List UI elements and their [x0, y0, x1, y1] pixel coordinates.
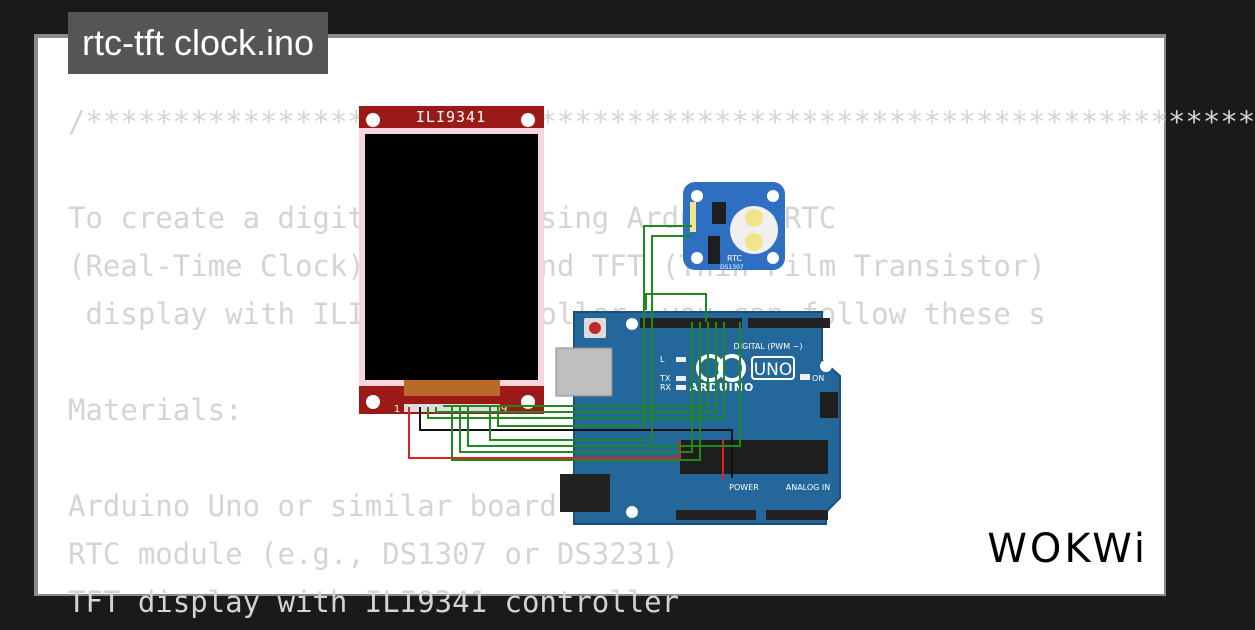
rtc-pin-header — [690, 202, 696, 232]
tft-label: ILI9341 — [416, 108, 486, 126]
tft-screen — [365, 134, 538, 380]
wire-scl — [497, 225, 692, 427]
wire-vcc — [408, 407, 681, 459]
wire-rtc-power — [645, 293, 707, 322]
power-header — [676, 510, 756, 520]
circuit-diagram: UNO ARDUINO DIGITAL (PWM ~) ANALOG IN PO… — [359, 106, 841, 525]
wire-mosi — [451, 322, 701, 461]
project-title[interactable]: rtc-tft clock.ino — [68, 12, 329, 74]
code-line: Arduino Uno or similar board — [68, 489, 557, 523]
wire-dc — [443, 322, 709, 407]
brand-text: ARDUINO — [690, 381, 755, 394]
power-label: POWER — [729, 483, 759, 492]
board-name: UNO — [754, 360, 793, 380]
digital-label: DIGITAL (PWM ~) — [734, 342, 803, 351]
code-line: /***************************************… — [68, 105, 1255, 139]
digital-header-low — [748, 318, 830, 328]
wire-reset — [435, 322, 717, 413]
analog-label: ANALOG IN — [786, 483, 831, 492]
on-label: ON — [812, 374, 824, 383]
wokwi-logo: WOKWi — [987, 526, 1148, 572]
icsp-header — [820, 392, 838, 418]
crystal — [708, 236, 720, 264]
wire-sda — [489, 235, 692, 441]
usb-port — [555, 347, 613, 397]
rtc-ds1307-module[interactable]: RTC DS1307 — [683, 182, 785, 271]
tft-ili9341-display[interactable]: ILI9341 1 9 — [359, 106, 544, 415]
wire-gnd — [419, 407, 733, 478]
on-led — [800, 374, 810, 380]
wire-cs — [427, 322, 725, 419]
wire-led — [467, 322, 741, 447]
rtc-chip-label: DS1307 — [720, 264, 744, 271]
tx-label: TX — [659, 374, 671, 383]
ribbon-connector — [404, 380, 500, 396]
analog-header — [766, 510, 828, 520]
code-line: Materials: — [68, 393, 243, 427]
rx-label: RX — [660, 383, 672, 392]
code-line: RTC module (e.g., DS1307 or DS3231) — [68, 537, 680, 571]
battery-holder — [730, 206, 778, 254]
rtc-chip — [712, 202, 726, 224]
tft-pin-last: 9 — [501, 404, 507, 415]
power-jack — [560, 474, 610, 512]
wires — [408, 225, 741, 480]
tft-pin-first: 1 — [394, 404, 400, 415]
wire-sck — [459, 322, 693, 453]
l-label: L — [660, 355, 665, 364]
rtc-label: RTC — [727, 254, 742, 263]
code-line: TFT display with ILI9341 controller — [68, 585, 680, 619]
